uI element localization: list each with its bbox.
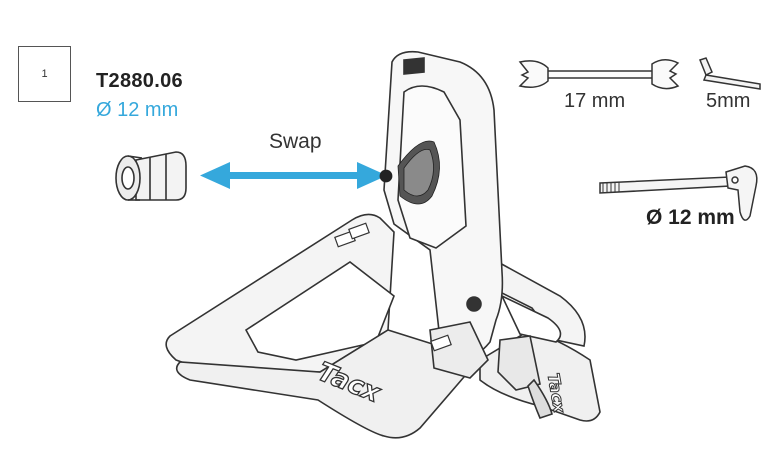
cassette-icon <box>379 140 440 205</box>
thru-axle-icon <box>599 165 758 221</box>
hex-key-size-label: 5mm <box>706 90 751 112</box>
step-number: 1 <box>41 68 48 80</box>
swap-label: Swap <box>269 130 322 153</box>
swap-arrow-icon <box>200 162 387 189</box>
hex-key-icon <box>699 57 761 90</box>
step-number-box: 1 <box>18 46 71 102</box>
wrench-size-label: 17 mm <box>564 90 626 112</box>
leg-knob-icon <box>466 296 482 312</box>
adapter-bushing-icon <box>115 151 187 201</box>
part-number: T2880.06 <box>96 70 183 92</box>
part-diameter: Ø 12 mm <box>96 99 179 121</box>
trainer-base-icon <box>165 213 601 439</box>
wrench-icon <box>518 59 680 90</box>
trainer-body-icon <box>379 50 553 419</box>
leg-latch-icon <box>334 222 452 352</box>
thru-axle-label: Ø 12 mm <box>646 206 735 229</box>
